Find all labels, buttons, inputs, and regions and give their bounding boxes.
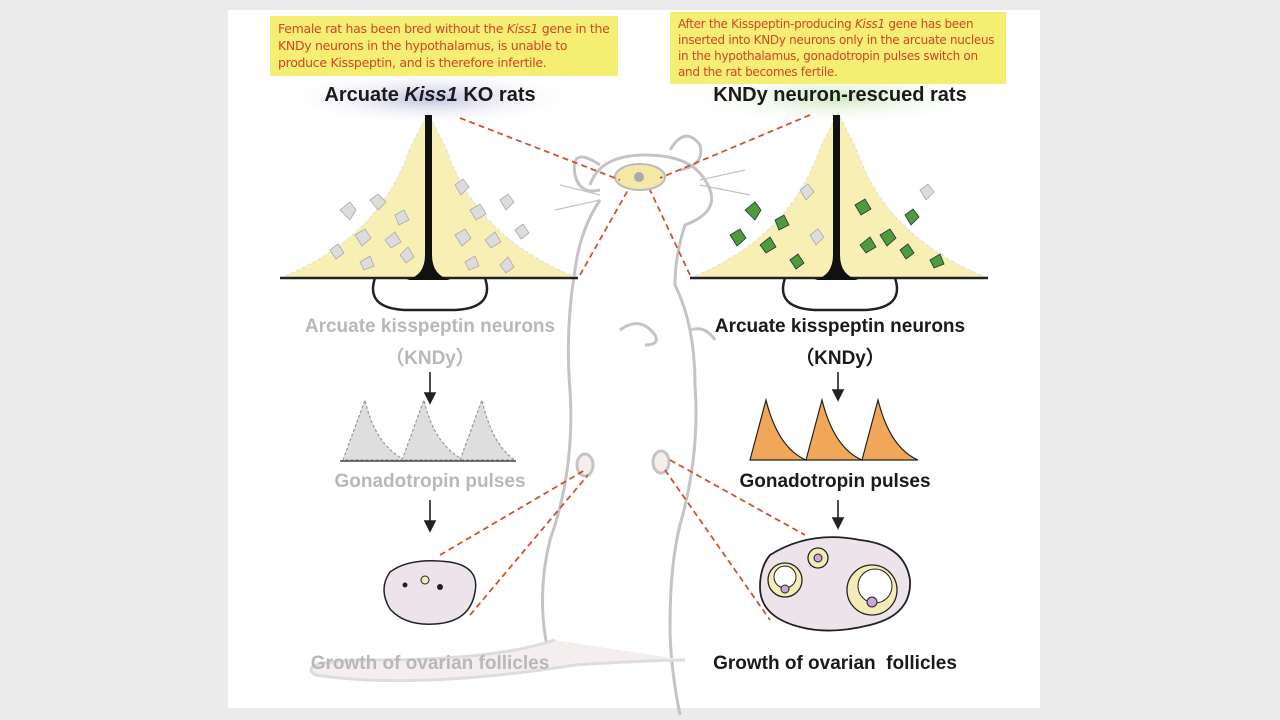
right-pulses-label: Gonadotropin pulses xyxy=(739,471,931,492)
inactive-neurons xyxy=(329,178,530,274)
ovary-large xyxy=(759,536,911,632)
gene-name: Kiss1 xyxy=(404,84,458,106)
hypothalamus-section-left xyxy=(279,111,579,312)
arcuate-nucleus-dot xyxy=(634,172,644,182)
rat-illustration xyxy=(309,134,751,716)
right-follicles-label: Growth of ovarian follicles xyxy=(713,653,957,674)
left-pulses-label: Gonadotropin pulses xyxy=(334,471,526,492)
active-neurons xyxy=(729,198,945,270)
right-group-title: KNDy neuron-rescued rats xyxy=(713,84,967,106)
connector-lines xyxy=(439,114,811,621)
title-glow-left xyxy=(280,70,580,126)
title-glow-right xyxy=(675,70,995,126)
left-description-note: Female rat has been bred without the Kis… xyxy=(270,16,618,76)
right-kndy-label: （KNDy） xyxy=(795,348,885,369)
gene-name: Kiss1 xyxy=(506,21,539,36)
gene-name: Kiss1 xyxy=(854,17,885,31)
right-neurons-label: Arcuate kisspeptin neurons xyxy=(714,316,966,337)
right-description-note: After the Kisspeptin-producing Kiss1 gen… xyxy=(670,12,1006,84)
note-text: gene in the KNDy neurons in the hypothal… xyxy=(278,21,610,70)
title-text: KO rats xyxy=(457,84,536,106)
ovary-small xyxy=(383,560,477,625)
left-group-title: Arcuate Kiss1 KO rats xyxy=(280,84,580,107)
hypothalamus-section-right xyxy=(689,111,989,312)
note-text: Female rat has been bred without the xyxy=(278,21,507,36)
gonadotropin-pulses-active xyxy=(749,397,919,461)
left-follicles-label: Growth of ovarian follicles xyxy=(310,653,550,674)
flow-arrows xyxy=(423,372,845,533)
gonadotropin-pulses-absent xyxy=(342,397,518,461)
left-neurons-label: Arcuate kisspeptin neurons xyxy=(304,316,556,337)
left-kndy-label: （KNDy） xyxy=(385,348,475,369)
note-text: After the Kisspeptin-producing xyxy=(678,17,855,31)
note-text: gene has been inserted into KNDy neurons… xyxy=(678,17,995,79)
title-text: Arcuate xyxy=(324,84,405,106)
